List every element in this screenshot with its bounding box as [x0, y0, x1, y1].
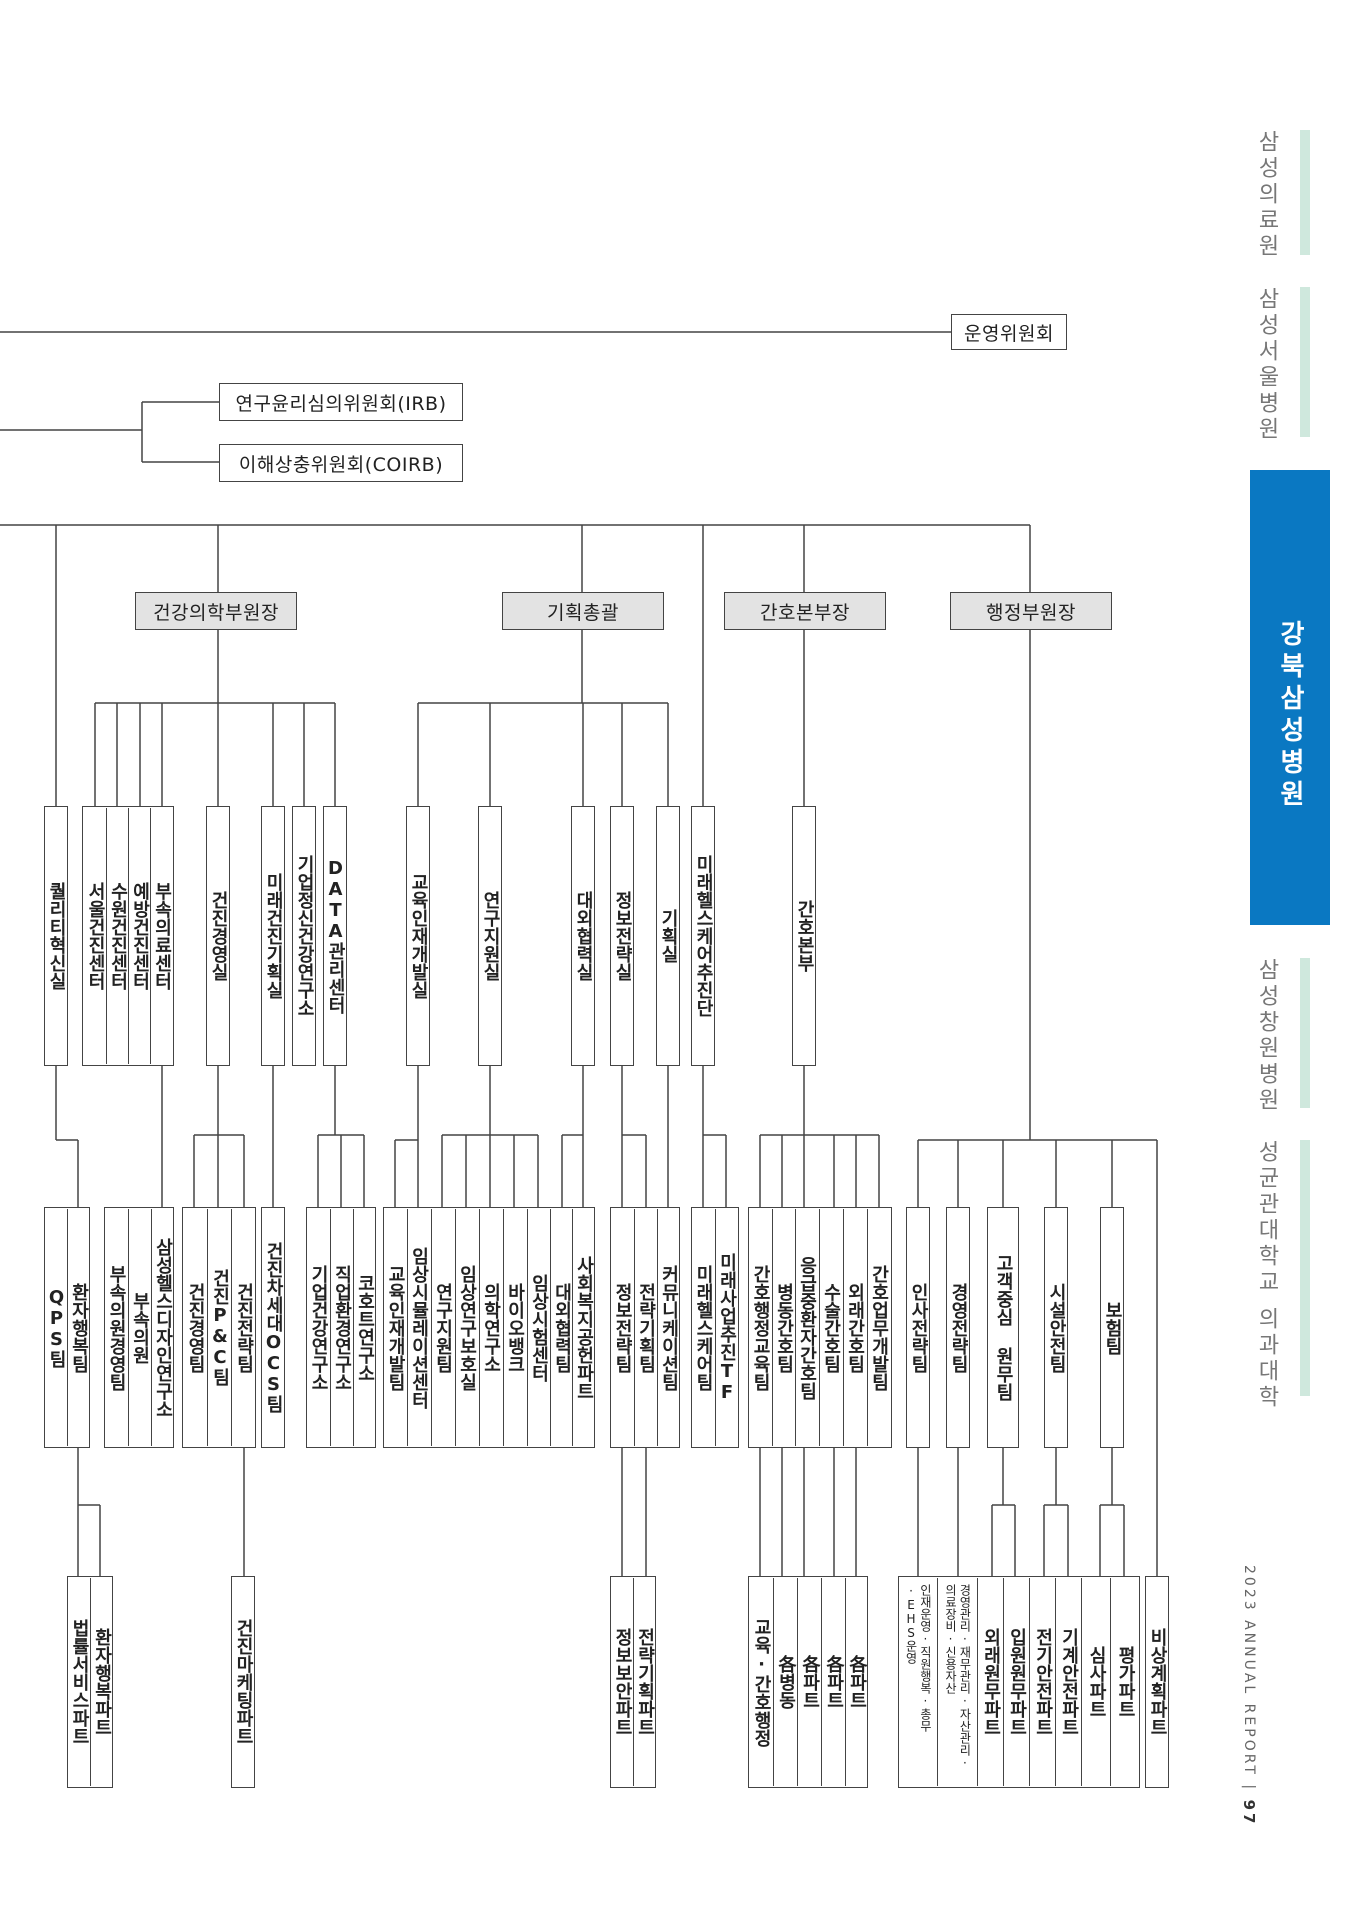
dept-education-talent: 교육인재개발실 — [406, 806, 430, 1066]
part-legal-service: 법률서비스파트 — [68, 1578, 90, 1786]
page-number: 97 — [1240, 1799, 1258, 1827]
dept-seoul-checkup-center: 서울건진센터 — [84, 808, 106, 1064]
side-bar-0 — [1300, 130, 1310, 255]
team-next-gen-ocs: 건진차세대OCS팀 — [261, 1207, 285, 1448]
coirb-committee-box: 이해상충위원회(COIRB) — [219, 444, 463, 482]
dept-suwon-checkup-center: 수원건진센터 — [106, 808, 129, 1064]
team-qps: QPS팀 — [45, 1209, 67, 1446]
footer-annual-report: 2023 ANNUAL REPORT | 97 — [1240, 1565, 1258, 1826]
team-checkup-management: 건진경영팀 — [183, 1209, 207, 1446]
dept-checkup-management: 건진경영실 — [206, 806, 230, 1066]
team-management-strategy: 경영전략팀 — [946, 1207, 970, 1448]
operations-committee-box: 운영위원회 — [951, 314, 1067, 350]
team-clinical-trial-center: 임상시험센터 — [527, 1209, 550, 1446]
team-simulation-center: 임상시뮬레이션센터 — [407, 1209, 430, 1446]
dept-planning: 기획실 — [656, 806, 680, 1066]
part-electrical-safety: 전기안전파트 — [1029, 1578, 1055, 1786]
side-nav-kangbuk-samsung[interactable]: 강북삼성병원 — [1275, 620, 1305, 812]
part-outpatient-administration: 외래원무파트 — [977, 1578, 1003, 1786]
team-research-support: 연구지원팀 — [431, 1209, 454, 1446]
team-education-talent: 교육인재개발팀 — [384, 1209, 406, 1446]
part-each-ward: 各병동 — [773, 1578, 797, 1786]
team-biobank: 바이오뱅크 — [503, 1209, 526, 1446]
part-education-nursing-admin: 교육·간호행정 — [749, 1578, 773, 1786]
side-bar-3 — [1300, 958, 1310, 1108]
team-health-design-institute: 삼성헬스디자인연구소 — [151, 1209, 174, 1446]
team-affiliated-clinic: 부속의원 — [128, 1209, 151, 1446]
team-ward-nursing: 병동간호팀 — [772, 1209, 795, 1446]
team-social-contribution: 사회복지공헌파트 — [572, 1209, 595, 1446]
dept-information-strategy: 정보전략실 — [610, 806, 634, 1066]
vice-head-nursing: 간호본부장 — [724, 592, 886, 630]
irb-committee-box: 연구윤리심의위원회(IRB) — [219, 383, 463, 421]
side-bar-1 — [1300, 287, 1310, 437]
team-emergency-critical-nursing: 응급중환자간호팀 — [795, 1209, 818, 1446]
team-cohort-institute: 코호트연구소 — [353, 1209, 376, 1446]
dept-future-healthcare: 미래헬스케어추진단 — [691, 806, 715, 1066]
vice-head-administration: 행정부원장 — [950, 592, 1112, 630]
team-communication: 커뮤니케이션팀 — [657, 1209, 680, 1446]
team-corporate-health-institute: 기업건강연구소 — [307, 1209, 329, 1446]
side-bar-4 — [1300, 1140, 1310, 1396]
part-each-part-1: 各파트 — [797, 1578, 821, 1786]
dept-prevention-checkup-center: 예방건진센터 — [128, 808, 151, 1064]
team-affiliated-clinic-management: 부속의원경영팀 — [105, 1209, 127, 1446]
team-facility-safety: 시설안전팀 — [1044, 1207, 1068, 1448]
dept-future-checkup-planning: 미래건진기획실 — [261, 806, 285, 1066]
team-information-strategy: 정보전략팀 — [611, 1209, 633, 1446]
part-information-security: 정보보안파트 — [611, 1578, 633, 1786]
dept-nursing-headquarters: 간호본부 — [792, 806, 816, 1066]
dept-affiliated-medical-center: 부속의료센터 — [150, 808, 173, 1064]
side-nav-skku-medicine[interactable]: 성균관대학교 의과대학 — [1254, 1140, 1279, 1411]
team-checkup-strategy: 건진전략팀 — [231, 1209, 255, 1446]
part-review: 심사파트 — [1081, 1578, 1110, 1786]
team-customer-service: 고객중심 원무팀 — [987, 1207, 1019, 1448]
side-nav-samsung-medical[interactable]: 삼성의료원 — [1254, 130, 1279, 260]
part-checkup-marketing: 건진마케팅파트 — [231, 1576, 255, 1788]
team-future-healthcare: 미래헬스케어팀 — [692, 1209, 714, 1446]
part-management-finance-assets: 경영관리·재무관리·자산관리·의료장비·신용자산 — [937, 1578, 977, 1786]
part-inpatient-administration: 입원원무파트 — [1003, 1578, 1029, 1786]
dept-external-cooperation: 대외협력실 — [571, 806, 595, 1066]
team-clinical-research-protection: 임상연구보호실 — [455, 1209, 478, 1446]
team-occupational-environment-institute: 직업환경연구소 — [330, 1209, 353, 1446]
side-nav-active-bg — [1250, 470, 1330, 925]
part-patient-happiness: 환자행복파트 — [90, 1578, 113, 1786]
part-emergency-planning: 비상계획파트 — [1145, 1576, 1169, 1788]
side-nav-samsung-changwon[interactable]: 삼성창원병원 — [1254, 958, 1279, 1114]
part-hr-ops-general-affairs: 인재운영·직원행복·총무·EHS운영 — [899, 1578, 937, 1786]
part-each-part-3: 各파트 — [845, 1578, 868, 1786]
team-patient-happiness: 환자행복팀 — [67, 1209, 90, 1446]
team-medical-research-institute: 의학연구소 — [479, 1209, 502, 1446]
part-evaluation: 평가파트 — [1110, 1578, 1139, 1786]
part-each-part-2: 各파트 — [821, 1578, 845, 1786]
team-hr-strategy: 인사전략팀 — [906, 1207, 930, 1448]
team-strategic-planning: 전략기획팀 — [634, 1209, 657, 1446]
team-surgery-nursing: 수술간호팀 — [819, 1209, 842, 1446]
team-nursing-admin-education: 간호행정교육팀 — [749, 1209, 771, 1446]
dept-corporate-mental-health-institute: 기업정신건강연구소 — [292, 806, 316, 1066]
dept-quality-innovation: 퀄리티혁신실 — [44, 806, 68, 1066]
part-mechanical-safety: 기계안전파트 — [1055, 1578, 1081, 1786]
side-nav-samsung-seoul[interactable]: 삼성서울병원 — [1254, 287, 1279, 443]
team-checkup-pc: 건진P&C팀 — [207, 1209, 231, 1446]
team-external-cooperation: 대외협력팀 — [550, 1209, 573, 1446]
dept-data-management-center: DATA관리센터 — [323, 806, 347, 1066]
team-insurance: 보험팀 — [1100, 1207, 1124, 1448]
team-nursing-work-development: 간호업무개발팀 — [867, 1209, 890, 1446]
dept-research-support: 연구지원실 — [478, 806, 502, 1066]
footer-text: 2023 ANNUAL REPORT | — [1241, 1565, 1257, 1793]
team-outpatient-nursing: 외래간호팀 — [843, 1209, 866, 1446]
part-strategic-planning: 전략기획파트 — [633, 1578, 656, 1786]
team-future-business-tf: 미래사업추진TF — [715, 1209, 738, 1446]
vice-head-health-medicine: 건강의학부원장 — [135, 592, 297, 630]
vice-head-planning: 기획총괄 — [502, 592, 664, 630]
